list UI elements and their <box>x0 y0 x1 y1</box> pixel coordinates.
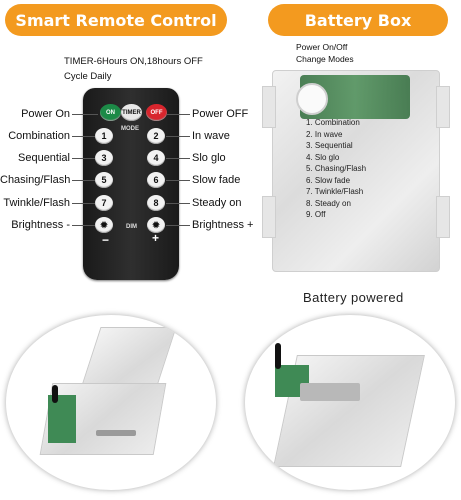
on-button[interactable]: ON <box>100 104 121 121</box>
label-sequential: Sequential <box>18 152 70 164</box>
battery-box-photo-open <box>6 315 216 490</box>
label-in-wave: In wave <box>192 130 230 142</box>
mode-item: 4. Slo glo <box>306 152 340 162</box>
sun-icon: ✹ <box>100 219 108 230</box>
label-power-on: Power On <box>21 108 70 120</box>
mode-item: 1. Combination <box>306 118 360 127</box>
button-6[interactable]: 6 <box>147 172 165 188</box>
button-8[interactable]: 8 <box>147 195 165 211</box>
mode-item: 7. Twinkle/Flash <box>306 187 364 196</box>
label-slow-fade: Slow fade <box>192 174 241 186</box>
timer-line-2: Cycle Daily <box>64 71 112 82</box>
mode-item: 8. Steady on <box>306 198 351 208</box>
dim-label: DIM <box>126 224 137 230</box>
button-7[interactable]: 7 <box>95 195 113 211</box>
label-brightness-plus: Brightness + <box>192 219 254 231</box>
battery-title: Battery Box <box>268 4 448 36</box>
battery-powered-caption: Battery powered <box>303 290 404 305</box>
brightness-up-button[interactable]: ✹ <box>147 217 165 233</box>
brightness-down-button[interactable]: ✹ <box>95 217 113 233</box>
mode-item: 5. Chasing/Flash <box>306 164 367 173</box>
button-1[interactable]: 1 <box>95 128 113 144</box>
mode-item: 6. Slow fade <box>306 175 351 185</box>
power-switch-icon[interactable] <box>296 83 328 115</box>
timer-button[interactable]: TIMER <box>121 104 142 121</box>
mode-label: MODE <box>121 126 139 132</box>
off-button[interactable]: OFF <box>146 104 167 121</box>
mode-item: 3. Sequential <box>306 141 353 150</box>
timer-line-1: TIMER-6Hours ON,18hours OFF <box>64 56 203 67</box>
button-5[interactable]: 5 <box>95 172 113 188</box>
button-4[interactable]: 4 <box>147 150 165 166</box>
label-brightness-minus: Brightness - <box>11 219 70 231</box>
button-2[interactable]: 2 <box>147 128 165 144</box>
remote-title: Smart Remote Control <box>5 4 227 36</box>
label-slo-glo: Slo glo <box>192 152 226 164</box>
minus-sign: − <box>102 233 110 247</box>
button-3[interactable]: 3 <box>95 150 113 166</box>
change-modes-note: Change Modes <box>296 54 354 64</box>
mode-item: 2. In wave <box>306 129 343 139</box>
sun-icon: ✹ <box>152 219 160 230</box>
label-combination: Combination <box>8 130 70 142</box>
mode-list: 1. Combination 2. In wave 3. Sequential … <box>306 117 366 221</box>
mode-item: 9. Off <box>306 210 326 219</box>
battery-box-photo-closed <box>245 315 455 490</box>
power-toggle-note: Power On/Off <box>296 42 348 52</box>
label-power-off: Power OFF <box>192 108 249 120</box>
label-twinkle-flash: Twinkle/Flash <box>3 197 70 209</box>
plus-sign: + <box>152 231 160 245</box>
label-steady-on: Steady on <box>192 197 242 209</box>
label-chasing-flash: Chasing/Flash <box>0 174 71 186</box>
battery-note: Power On/Off Change Modes <box>296 41 354 65</box>
